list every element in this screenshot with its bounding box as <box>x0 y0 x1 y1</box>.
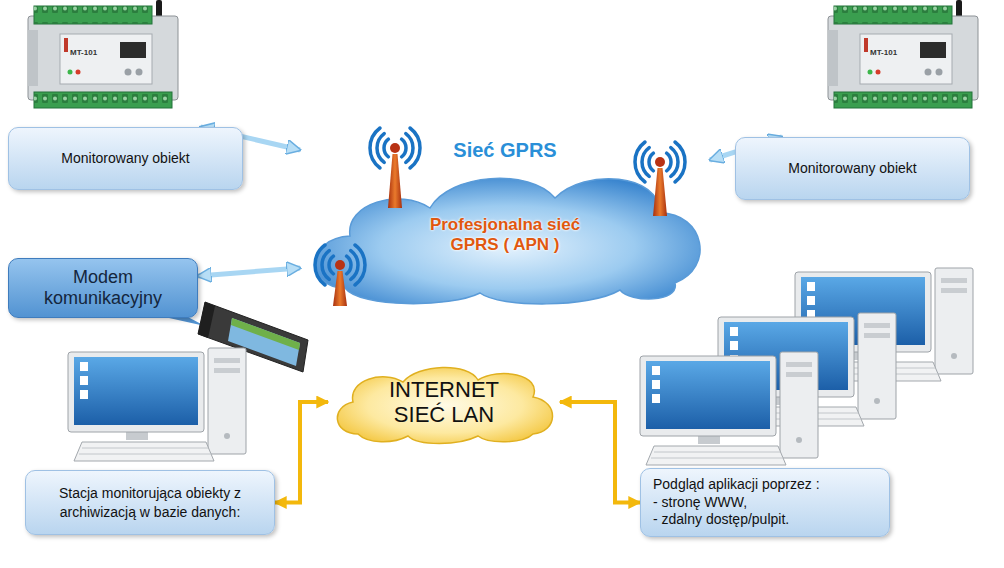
cloud-label: INTERNET SIEĆ LAN <box>382 377 507 428</box>
computer <box>68 348 246 461</box>
telemetry-module <box>28 0 178 108</box>
object-label: Monitorowany obiekt <box>788 159 916 177</box>
device-model: MT-101 <box>870 48 897 57</box>
object-label-box: Monitorowany obiekt <box>735 137 970 200</box>
station-label: Stacja monitorująca obiekty z archiwizac… <box>36 484 264 520</box>
internet-cloud: INTERNET SIEĆ LAN <box>328 362 560 442</box>
preview-line: - zdalny dostęp/pulpit. <box>653 511 789 529</box>
preview-line: - stronę WWW, <box>653 494 747 512</box>
modem-callout: Modem komunikacyjny <box>8 258 198 318</box>
object-label: Monitorowany obiekt <box>61 149 189 167</box>
telemetry-module <box>828 0 978 108</box>
antenna-tower <box>635 142 685 216</box>
preview-label-box: Podgląd aplikacji poprzez :- stronę WWW,… <box>640 468 890 537</box>
antenna-tower <box>370 128 420 208</box>
connector-arrow <box>275 402 328 503</box>
preview-line: Podgląd aplikacji poprzez : <box>653 476 820 494</box>
label-holder: MT-101 <box>70 41 97 59</box>
antenna-tower <box>315 245 365 306</box>
device-model: MT-101 <box>70 48 97 57</box>
object-label-box: Monitorowany obiekt <box>8 127 243 190</box>
gprs-cloud: Sieć GPRS Profesjonalna sieć GPRS ( APN ) <box>300 118 710 308</box>
connector-arrow <box>560 402 640 503</box>
connector-arrow <box>198 268 300 276</box>
cloud-text: Profesjonalna sieć GPRS ( APN ) <box>425 215 585 255</box>
computer <box>640 352 818 465</box>
callout-label: Modem komunikacyjny <box>28 267 178 308</box>
label-holder: MT-101 <box>870 41 897 59</box>
station-label-box: Stacja monitorująca obiekty z archiwizac… <box>25 470 275 535</box>
cloud-heading: Sieć GPRS <box>300 138 710 162</box>
